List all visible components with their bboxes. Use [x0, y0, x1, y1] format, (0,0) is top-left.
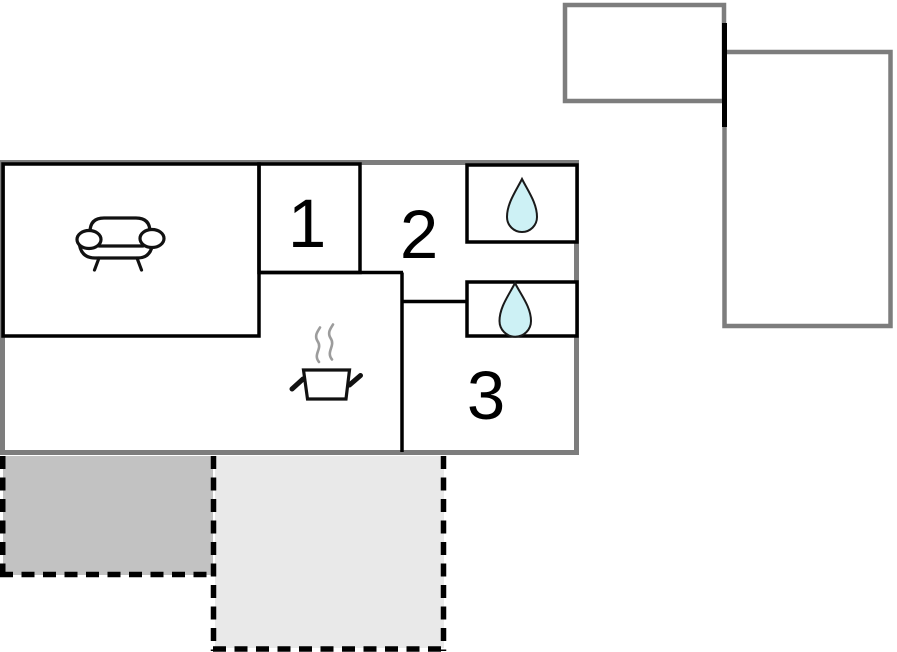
- terrace-light-area: [215, 456, 444, 648]
- outbuildings: [562, 2, 893, 329]
- outbuilding-large: [722, 49, 893, 329]
- water-drop-icon: [498, 280, 533, 338]
- pot-body: [301, 368, 352, 401]
- sofa-body: [77, 238, 155, 260]
- terraces: [0, 456, 447, 652]
- pot-handle-left: [289, 376, 306, 392]
- room-3-label: 3: [467, 357, 505, 434]
- steam-line-left: [314, 326, 322, 364]
- main-house: 1 2 3: [0, 160, 579, 455]
- room-1-label: 1: [288, 185, 326, 262]
- room-2-label: 2: [400, 196, 438, 273]
- steam-line-right: [327, 323, 335, 361]
- sofa-leg-right: [135, 256, 144, 272]
- pot-handle-right: [347, 373, 363, 388]
- terrace-dark-area: [3, 456, 213, 575]
- sofa-armrest-left: [75, 228, 103, 251]
- sofa-icon: [75, 216, 166, 272]
- water-drop-icon: [505, 176, 539, 233]
- sofa-armrest-right: [138, 227, 166, 250]
- sofa-backrest: [88, 216, 152, 249]
- outbuilding-small: [562, 2, 727, 104]
- cooking-pot-icon: [289, 323, 363, 401]
- sofa-leg-left: [92, 256, 101, 272]
